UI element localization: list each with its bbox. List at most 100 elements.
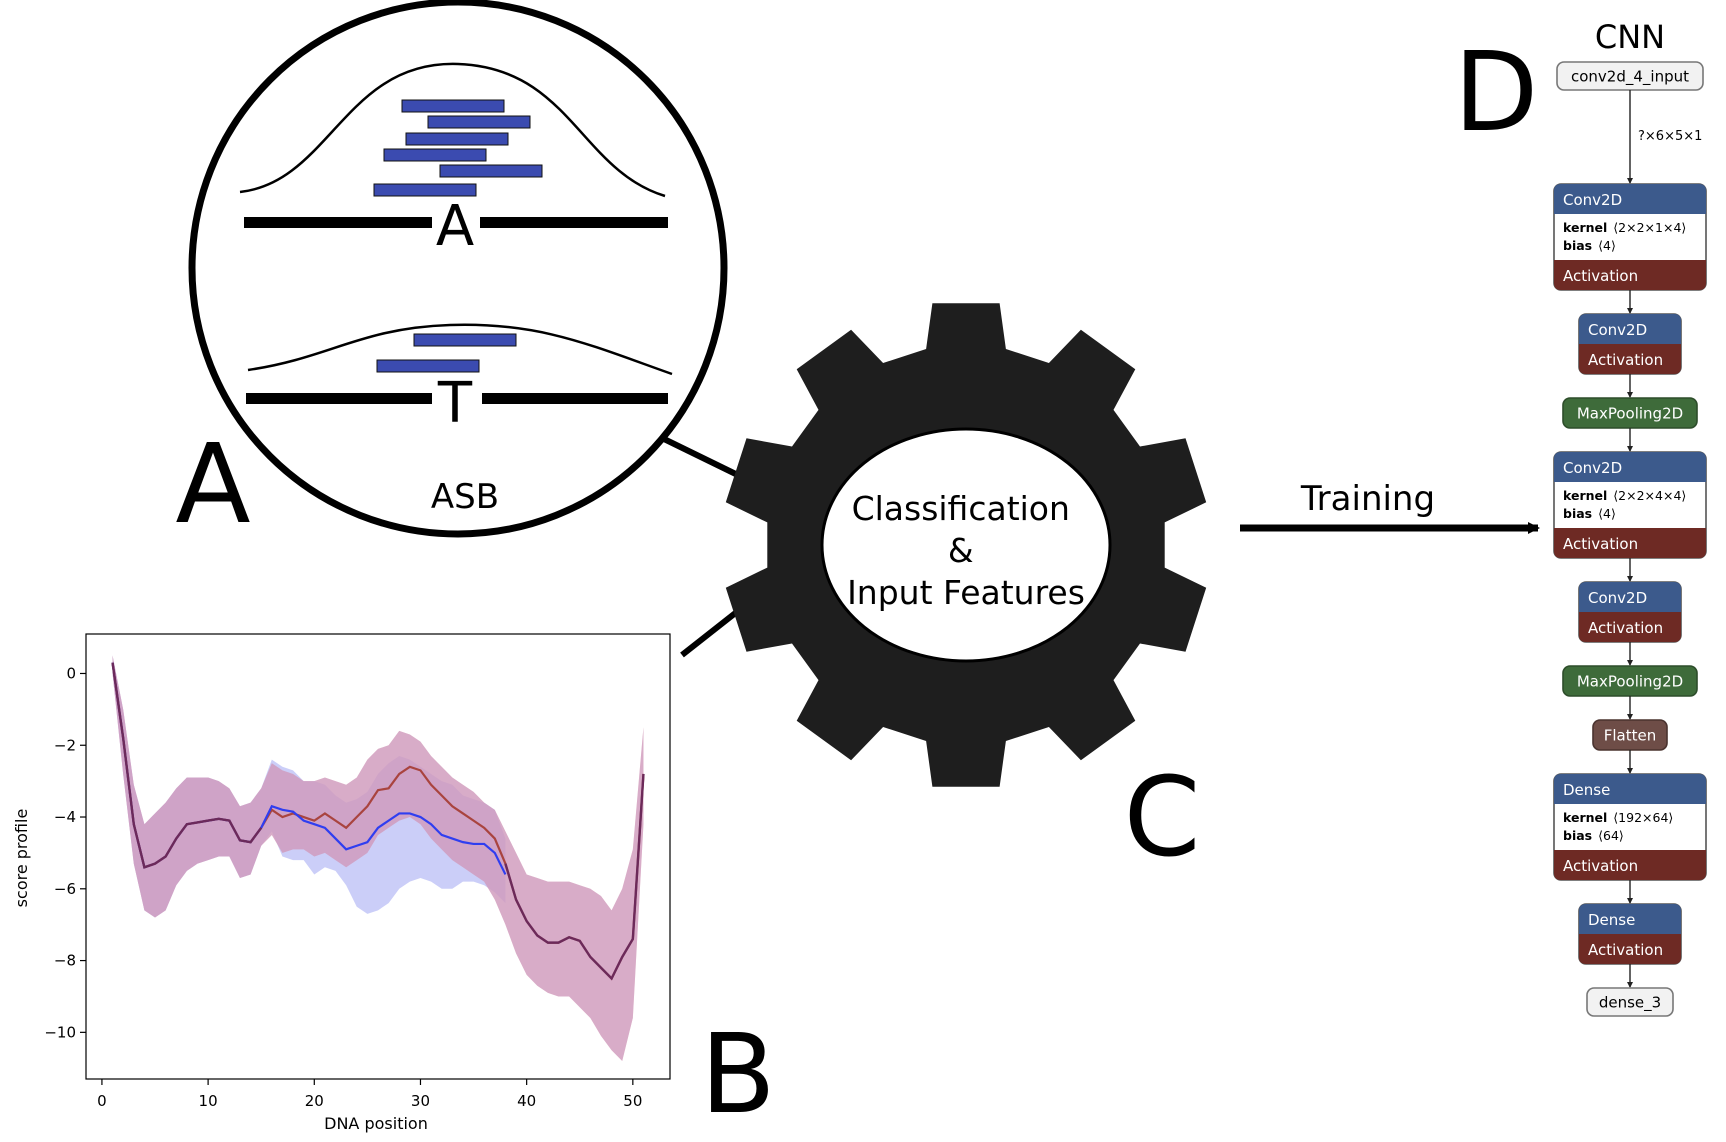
y-tick-label: −6 [54, 880, 76, 898]
x-tick-label: 10 [199, 1092, 218, 1110]
panel-a: A T ASB A [175, 0, 728, 548]
output-node: dense_3 [1586, 987, 1674, 1017]
layer-name: Dense [1588, 911, 1635, 929]
gear-label: Classification & Input Features [847, 489, 1085, 612]
coverage-curve-bottom [247, 323, 673, 376]
plot-area [111, 655, 645, 1062]
sequencing-read [439, 164, 543, 178]
panel-letter-a: A [175, 420, 250, 548]
cnn-title: CNN [1595, 18, 1665, 56]
layer-name: Dense [1563, 781, 1610, 799]
y-axis-label: score profile [12, 809, 31, 908]
layer-block: Conv2D kernel⟨2×2×4×4⟩ bias⟨4⟩ Activation [1553, 451, 1707, 559]
layer-name: Conv2D [1563, 191, 1622, 209]
x-tick-label: 40 [517, 1092, 536, 1110]
layer-name: Conv2D [1563, 459, 1622, 477]
allele-bottom: T [437, 371, 473, 436]
x-tick-label: 50 [623, 1092, 642, 1110]
sequencing-read [383, 148, 487, 162]
layer-param: kernel⟨2×2×1×4⟩ [1563, 220, 1686, 235]
sequencing-read [427, 115, 531, 129]
activation-label: Activation [1588, 619, 1663, 637]
y-tick-label: −10 [44, 1023, 76, 1041]
activation-label: Activation [1563, 857, 1638, 875]
panel-letter-c: C [1124, 753, 1201, 881]
panel-letter-d: D [1454, 28, 1539, 156]
pooling-layer-label: MaxPooling2D [1577, 405, 1683, 423]
dna-strand-top-left [244, 217, 432, 228]
layer-name: Conv2D [1588, 321, 1647, 339]
input-node: conv2d_4_input [1556, 61, 1704, 91]
layer-header [1579, 314, 1681, 344]
panel-letter-b: B [700, 1010, 775, 1138]
allele-top: A [436, 194, 474, 259]
activation-bar [1579, 344, 1681, 374]
sequencing-read [376, 359, 480, 373]
activation-bar [1554, 850, 1706, 880]
x-tick-label: 0 [97, 1092, 107, 1110]
series-overlap-line [111, 662, 263, 869]
layer-param: bias⟨64⟩ [1563, 828, 1624, 843]
layer-header [1554, 184, 1706, 214]
panel-c: Classification & Input Features C [725, 303, 1207, 881]
layer-name: Conv2D [1588, 589, 1647, 607]
activation-bar [1554, 260, 1706, 290]
layer-param: bias⟨4⟩ [1563, 238, 1616, 253]
x-axis-ticks: 0 10 20 30 40 50 [97, 1079, 642, 1110]
coverage-curve-top [239, 62, 666, 198]
x-tick-label: 30 [411, 1092, 430, 1110]
flatten-layer: Flatten [1592, 719, 1668, 751]
sequencing-read [401, 99, 505, 113]
pooling-layer: MaxPooling2D [1562, 665, 1698, 697]
layer-header [1554, 774, 1706, 804]
dna-strand-bottom-right [482, 393, 668, 404]
training-label: Training [1300, 479, 1435, 519]
activation-bar [1579, 612, 1681, 642]
layer-block: Conv2D kernel⟨2×2×1×4⟩ bias⟨4⟩ Activation [1553, 183, 1707, 291]
layer-block: Dense kernel⟨192×64⟩ bias⟨64⟩ Activation [1553, 773, 1707, 881]
read-bars-bottom [376, 333, 517, 373]
input-node-label: conv2d_4_input [1571, 68, 1689, 87]
activation-label: Activation [1588, 941, 1663, 959]
pooling-layer-label: MaxPooling2D [1577, 673, 1683, 691]
activation-bar [1554, 528, 1706, 558]
gear-center [820, 427, 1112, 663]
y-tick-label: −8 [54, 952, 76, 970]
sequencing-read [413, 333, 517, 347]
y-tick-label: 0 [66, 664, 76, 682]
x-axis-label: DNA position [324, 1114, 428, 1133]
layer-header [1579, 582, 1681, 612]
activation-bar [1579, 934, 1681, 964]
layer-param: kernel⟨192×64⟩ [1563, 810, 1673, 825]
series-overlap-line [504, 773, 645, 981]
output-node-box [1586, 987, 1674, 1017]
pooling-layer: MaxPooling2D [1562, 397, 1698, 429]
read-bars-top [373, 99, 543, 197]
dna-strand-bottom-left [246, 393, 432, 404]
input-shape-label: ?×6×5×1 [1638, 129, 1702, 144]
layer-header [1554, 452, 1706, 482]
y-tick-label: −4 [54, 808, 76, 826]
x-tick-label: 20 [305, 1092, 324, 1110]
layer-header [1579, 904, 1681, 934]
gear-label-line-3: Input Features [847, 573, 1085, 612]
asb-caption: ASB [431, 477, 499, 517]
output-node-label: dense_3 [1599, 994, 1661, 1013]
gear-label-line-2: & [948, 531, 974, 570]
sequencing-read [405, 132, 509, 146]
activation-label: Activation [1563, 535, 1638, 553]
flatten-layer-label: Flatten [1604, 727, 1657, 745]
sequencing-read [373, 183, 477, 197]
activation-label: Activation [1563, 267, 1638, 285]
arrow-a-to-gear [660, 435, 750, 483]
y-axis-ticks: 0−2−4−6−8−10 [44, 664, 86, 1041]
asb-zoom-circle [188, 0, 728, 538]
layer-param: kernel⟨2×2×4×4⟩ [1563, 488, 1686, 503]
layer-param: bias⟨4⟩ [1563, 506, 1616, 521]
